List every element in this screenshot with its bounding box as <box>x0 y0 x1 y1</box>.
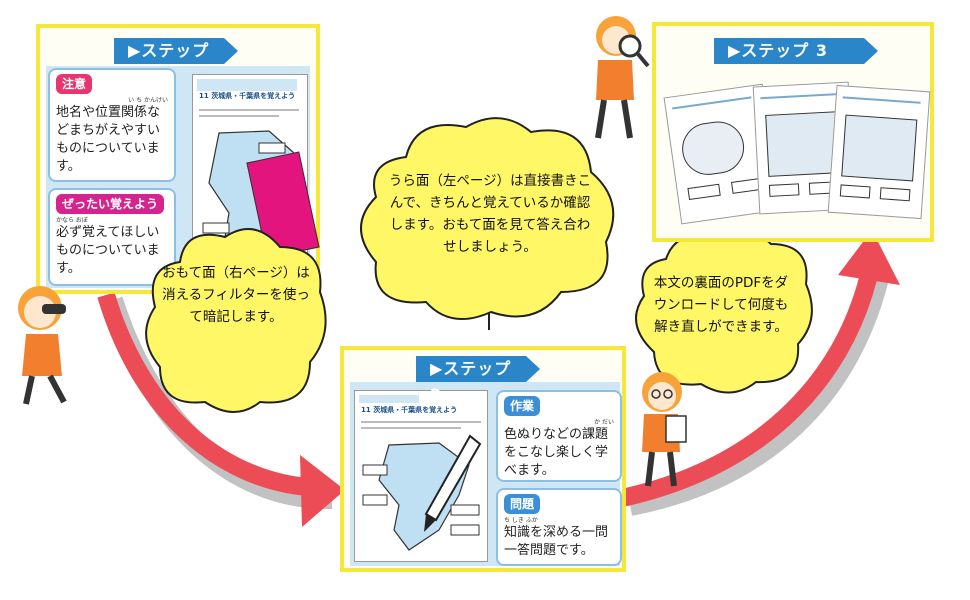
step2-worksheet: 11 茨城県・千葉県を覚えよう <box>354 390 488 562</box>
problem-text: 知識を深める一問一答問題です。 <box>504 525 609 558</box>
step3-panel: ▶ステップ 3 <box>652 22 934 242</box>
worksheet-title-2: 11 茨城県・千葉県を覚えよう <box>361 406 458 414</box>
step2-banner: ▶ステップ 2 <box>416 356 540 404</box>
cloud-bubble-step1 <box>145 228 327 413</box>
cloud-text-step3: 本文の裏面のPDFをダウンロードして何度も解き直しができます。 <box>653 275 789 335</box>
caution-note: 注意 い ち かんけい 地名や位置関係などまちがえやすいものについています。 <box>48 68 176 182</box>
pencil-icon <box>424 434 482 532</box>
arrow-head-2 <box>838 230 900 285</box>
must-text: 必ず覚えてほしいものについています。 <box>56 225 160 276</box>
worksheet-title: 11 茨城県・千葉県を覚えよう <box>199 92 296 100</box>
problem-ruby: ち しき ふか <box>504 517 538 524</box>
child-magnifier-illustration <box>595 16 650 139</box>
arrow-head-1 <box>300 455 345 527</box>
caution-tag: 注意 <box>56 74 93 94</box>
work-ruby: か だい <box>594 419 614 426</box>
map-illustration-2 <box>362 442 480 551</box>
must-ruby: かなら おぼ <box>56 217 88 224</box>
step1-banner: ▶ステップ 1 <box>114 38 238 86</box>
cloud-text-step1: おもて面（右ページ）は消えるフィルターを使って暗記します。 <box>162 265 310 325</box>
problem-note: 問題 ち しき ふか 知識を深める一問一答問題です。 <box>496 488 622 566</box>
step2-panel: 11 茨城県・千葉県を覚えよう ▶ステップ 2 作業 か だい 色ぬりなどの課題… <box>340 346 626 572</box>
pdf-sheet-3 <box>827 84 931 220</box>
child-reading-illustration <box>642 372 687 487</box>
caution-text: 地名や位置関係などまちがえやすいものについています。 <box>56 105 161 174</box>
must-remember-note: ぜったい覚えよう かなら おぼ 必ず覚えてほしいものについています。 <box>48 188 176 286</box>
must-remember-tag: ぜったい覚えよう <box>56 194 165 214</box>
cloud-bubble-step2 <box>360 117 615 330</box>
work-tag: 作業 <box>504 396 541 416</box>
step1-panel: 11 茨城県・千葉県を覚えよう ▶ステップ 1 注意 い ち かんけい 地名や位… <box>36 24 320 294</box>
problem-tag: 問題 <box>504 494 541 514</box>
caution-ruby: い ち かんけい <box>128 97 168 104</box>
step3-banner: ▶ステップ 3 <box>714 38 878 64</box>
work-text: 色ぬりなどの課題をこなし楽しく学べます。 <box>504 427 609 478</box>
work-note: 作業 か だい 色ぬりなどの課題をこなし楽しく学べます。 <box>496 390 622 482</box>
child-binoculars-illustration <box>18 286 67 405</box>
cloud-text-step2: うら面（左ページ）は直接書きこんで、きちんと覚えているか確認します。おもて面を見… <box>388 173 592 255</box>
